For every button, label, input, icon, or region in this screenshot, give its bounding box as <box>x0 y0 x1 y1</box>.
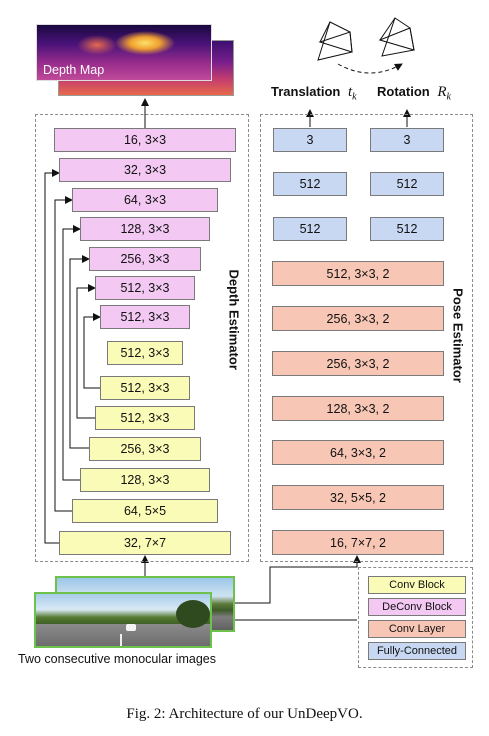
skip-connection-3 <box>62 225 81 481</box>
input-to-pose-arrow <box>234 555 361 604</box>
legend-deconv-block: DeConv Block <box>368 598 466 616</box>
conv-layer: 128, 3×3, 2 <box>272 396 444 421</box>
deconv-block: 64, 3×3 <box>72 188 218 212</box>
conv-layer: 64, 3×3, 2 <box>272 440 444 465</box>
camera-frustum-icon <box>317 21 353 61</box>
depth-map-label: Depth Map <box>43 63 105 77</box>
conv-block: 64, 5×5 <box>72 499 218 523</box>
depth-estimator-panel <box>35 114 249 562</box>
legend-fully-connected: Fully-Connected <box>368 642 466 660</box>
pose-estimator-panel <box>260 114 473 562</box>
skip-connection-1 <box>44 169 60 544</box>
conv-layer: 512, 3×3, 2 <box>272 261 444 286</box>
skip-connection-4 <box>69 255 90 449</box>
legend-conv-block: Conv Block <box>368 576 466 594</box>
road-marking <box>120 634 122 646</box>
deconv-block: 512, 3×3 <box>100 305 190 329</box>
translation-label: Translation <box>271 84 341 99</box>
skip-connection-5 <box>76 284 96 419</box>
fc-translation-block: 512 <box>273 217 347 241</box>
conv-layer: 16, 7×7, 2 <box>272 530 444 555</box>
conv-block: 512, 3×3 <box>95 406 195 430</box>
rotation-output-label: Rotation Rk <box>377 84 451 103</box>
legend-conv-layer: Conv Layer <box>368 620 466 638</box>
translation-output-label: Translation tk <box>271 84 357 103</box>
conv-layer: 256, 3×3, 2 <box>272 351 444 376</box>
conv-layer: 256, 3×3, 2 <box>272 306 444 331</box>
conv-block: 512, 3×3 <box>107 341 183 365</box>
depth-map-image: Depth Map <box>36 24 212 81</box>
fc-translation-block: 3 <box>273 128 347 152</box>
camera-frustum-icon-2 <box>378 17 415 57</box>
translation-symbol: t <box>347 84 353 100</box>
translation-subscript: k <box>352 91 357 103</box>
deconv-block: 32, 3×3 <box>59 158 231 182</box>
deconv-block: 128, 3×3 <box>80 217 210 241</box>
input-images-label: Two consecutive monocular images <box>18 652 217 666</box>
conv-block: 256, 3×3 <box>89 437 201 461</box>
conv-block: 128, 3×3 <box>80 468 210 492</box>
figure-caption: Fig. 2: Architecture of our UnDeepVO. <box>126 706 363 722</box>
pose-estimator-title: Pose Estimator <box>450 288 466 383</box>
motion-dashed-arrow <box>337 63 403 74</box>
fc-rotation-block: 512 <box>370 217 444 241</box>
skip-connection-2 <box>54 196 73 512</box>
tree-shape <box>176 600 210 628</box>
skip-connection-6 <box>83 313 101 389</box>
deconv-block: 256, 3×3 <box>89 247 201 271</box>
conv-block: 512, 3×3 <box>100 376 190 400</box>
fc-rotation-block: 3 <box>370 128 444 152</box>
input-image-front <box>34 592 212 648</box>
rotation-label: Rotation <box>377 84 430 99</box>
deconv-block: 16, 3×3 <box>54 128 236 152</box>
car-shape <box>126 624 136 631</box>
rotation-symbol: R <box>437 84 447 100</box>
depth-estimator-title: Depth Estimator <box>226 269 242 370</box>
deconv-block: 512, 3×3 <box>95 276 195 300</box>
rotation-subscript: k <box>446 91 451 103</box>
fc-translation-block: 512 <box>273 172 347 196</box>
legend-panel <box>358 567 473 668</box>
conv-layer: 32, 5×5, 2 <box>272 485 444 510</box>
fc-rotation-block: 512 <box>370 172 444 196</box>
conv-block: 32, 7×7 <box>59 531 231 555</box>
